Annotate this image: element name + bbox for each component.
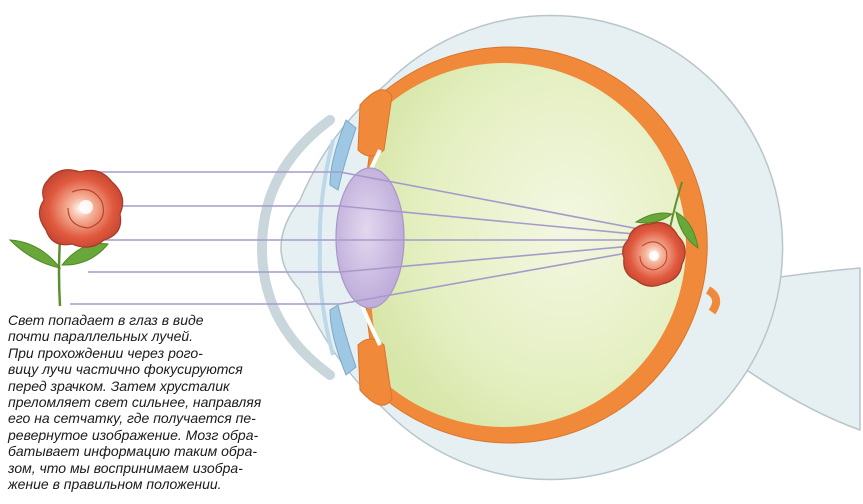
lens	[335, 167, 405, 309]
vitreous-body	[368, 62, 687, 427]
caption-line: преломляет свет сильнее, направляя	[8, 394, 262, 411]
caption-line: Свет попадает в глаз в виде	[8, 312, 204, 328]
light-rays	[70, 171, 656, 305]
caption-line: ревернутое изображение. Мозг обра-	[8, 426, 259, 443]
caption-line: жение в правильном положении.	[8, 476, 222, 493]
caption-line: почти параллельных лучей.	[8, 328, 194, 345]
optic-nerve-notch	[705, 286, 721, 315]
caption-line: При прохождении через рого-	[8, 344, 203, 361]
caption-line: вицу лучи частично фокусируются	[8, 361, 243, 378]
caption-line: батывает информацию таким обра-	[8, 443, 258, 460]
caption-line: его на сетчатку, где получается пе-	[8, 410, 256, 427]
caption-line: перед зрачком. Затем хрусталик	[8, 377, 230, 394]
rose-inverted-image-icon	[622, 181, 699, 287]
rose-object-icon	[8, 169, 124, 307]
caption-text: Свет попадает в глаз в виде почти паралл…	[8, 312, 308, 492]
caption-line: зом, что мы воспринимаем изобра-	[8, 459, 243, 476]
